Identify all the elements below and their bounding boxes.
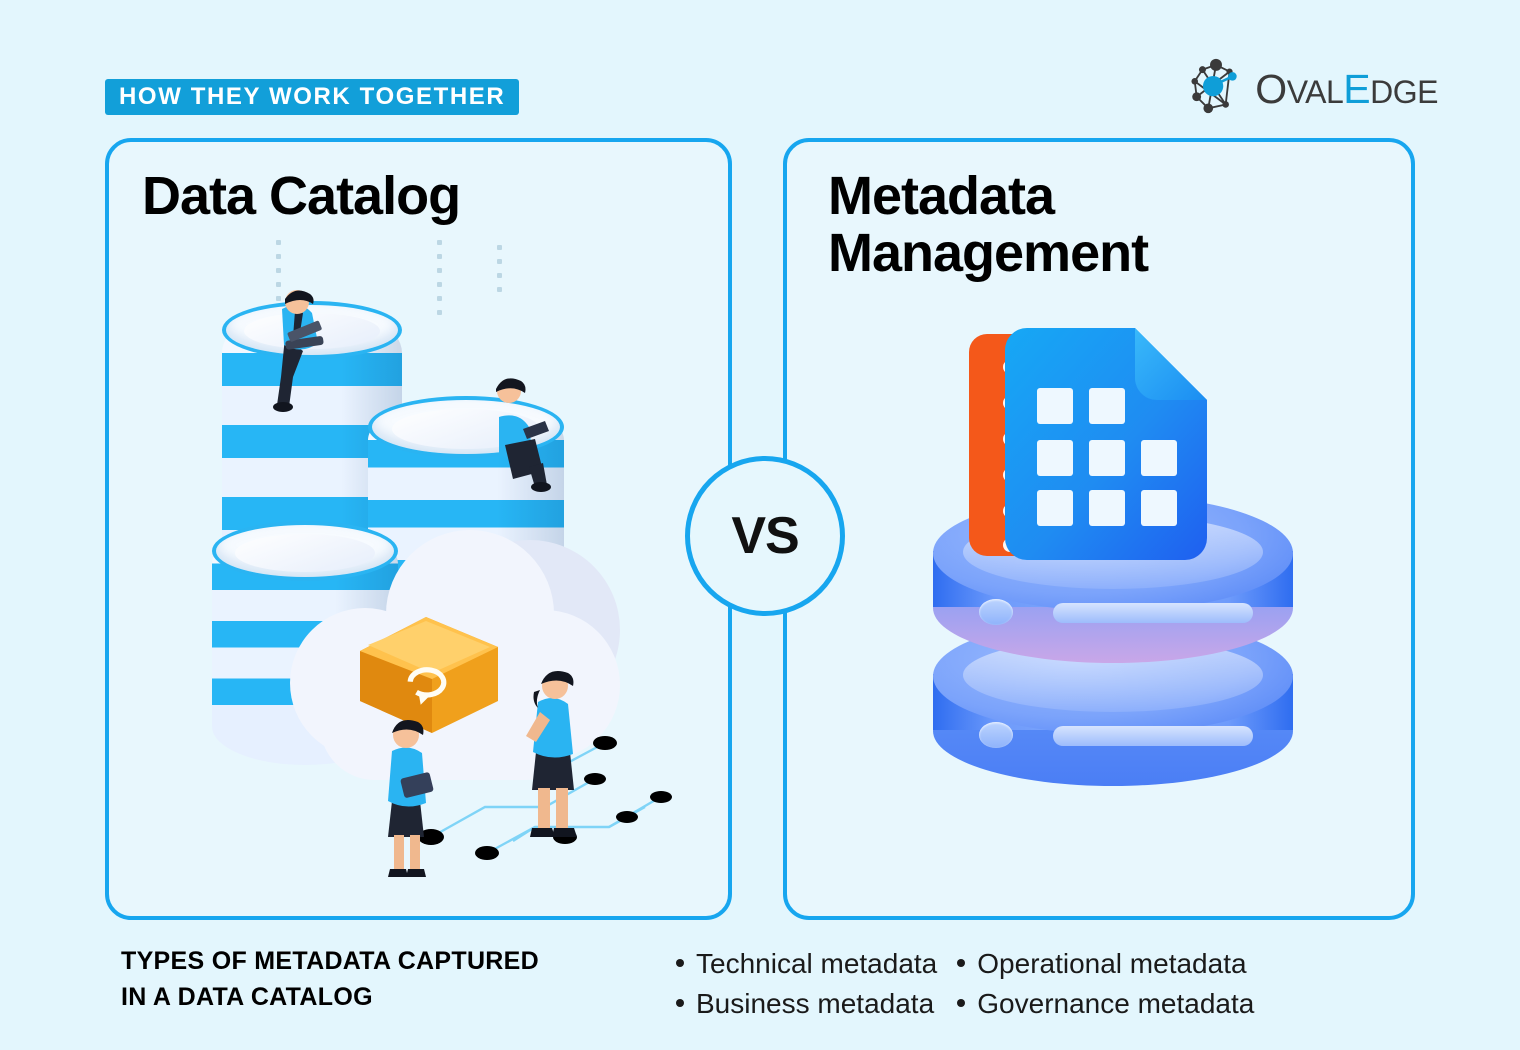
metadata-types-column-2: Operational metadata Governance metadata	[957, 946, 1254, 1023]
list-item-label: Operational metadata	[977, 948, 1247, 979]
footer-caption: TYPES OF METADATA CAPTURED IN A DATA CAT…	[121, 947, 539, 1011]
person-standing-right	[526, 671, 577, 837]
versus-label: VS	[731, 507, 799, 565]
metadata-type-lists: Technical metadata Business metadata Ope…	[676, 946, 1254, 1023]
person-sitting-left	[273, 290, 324, 412]
list-item: Governance metadata	[957, 986, 1254, 1022]
logo-letters-val: VAL	[1286, 73, 1344, 110]
logo-letter-o: O	[1255, 65, 1287, 112]
illustration-metadata-management	[915, 300, 1315, 830]
decor-dots-right	[437, 240, 442, 315]
list-item: Business metadata	[676, 986, 937, 1022]
logo-letters-dge: DGE	[1370, 73, 1438, 110]
bullet-dot-icon	[676, 999, 684, 1008]
panel-title-metadata-management: Metadata Management	[828, 166, 1149, 284]
person-standing-left	[388, 720, 434, 877]
network-nodes-icon	[1191, 58, 1237, 114]
bullet-dot-icon	[676, 959, 684, 967]
section-header-label: HOW THEY WORK TOGETHER	[119, 83, 506, 110]
section-header-badge: HOW THEY WORK TOGETHER	[105, 79, 520, 115]
brand-logo: OVALEDGE	[1187, 58, 1438, 120]
metadata-types-column-1: Technical metadata Business metadata	[676, 946, 937, 1023]
illustration-data-catalog	[200, 285, 680, 877]
list-item-label: Business metadata	[696, 988, 935, 1020]
list-item-label: Technical metadata	[696, 948, 938, 979]
list-item: Technical metadata	[676, 946, 937, 982]
metadata-document-icon	[969, 328, 1207, 560]
panel-title-data-catalog: Data Catalog	[142, 166, 461, 226]
logo-letter-e: E	[1343, 65, 1371, 112]
bullet-dot-icon	[957, 959, 966, 967]
decor-dots-far-right	[497, 245, 502, 292]
person-sitting-right	[496, 378, 551, 492]
bullet-dot-icon	[957, 999, 966, 1008]
versus-badge: VS	[685, 456, 845, 616]
list-item-label: Governance metadata	[977, 988, 1255, 1020]
brand-logo-text: OVALEDGE	[1255, 65, 1438, 112]
sync-folder-icon	[360, 617, 498, 733]
list-item: Operational metadata	[957, 946, 1254, 982]
